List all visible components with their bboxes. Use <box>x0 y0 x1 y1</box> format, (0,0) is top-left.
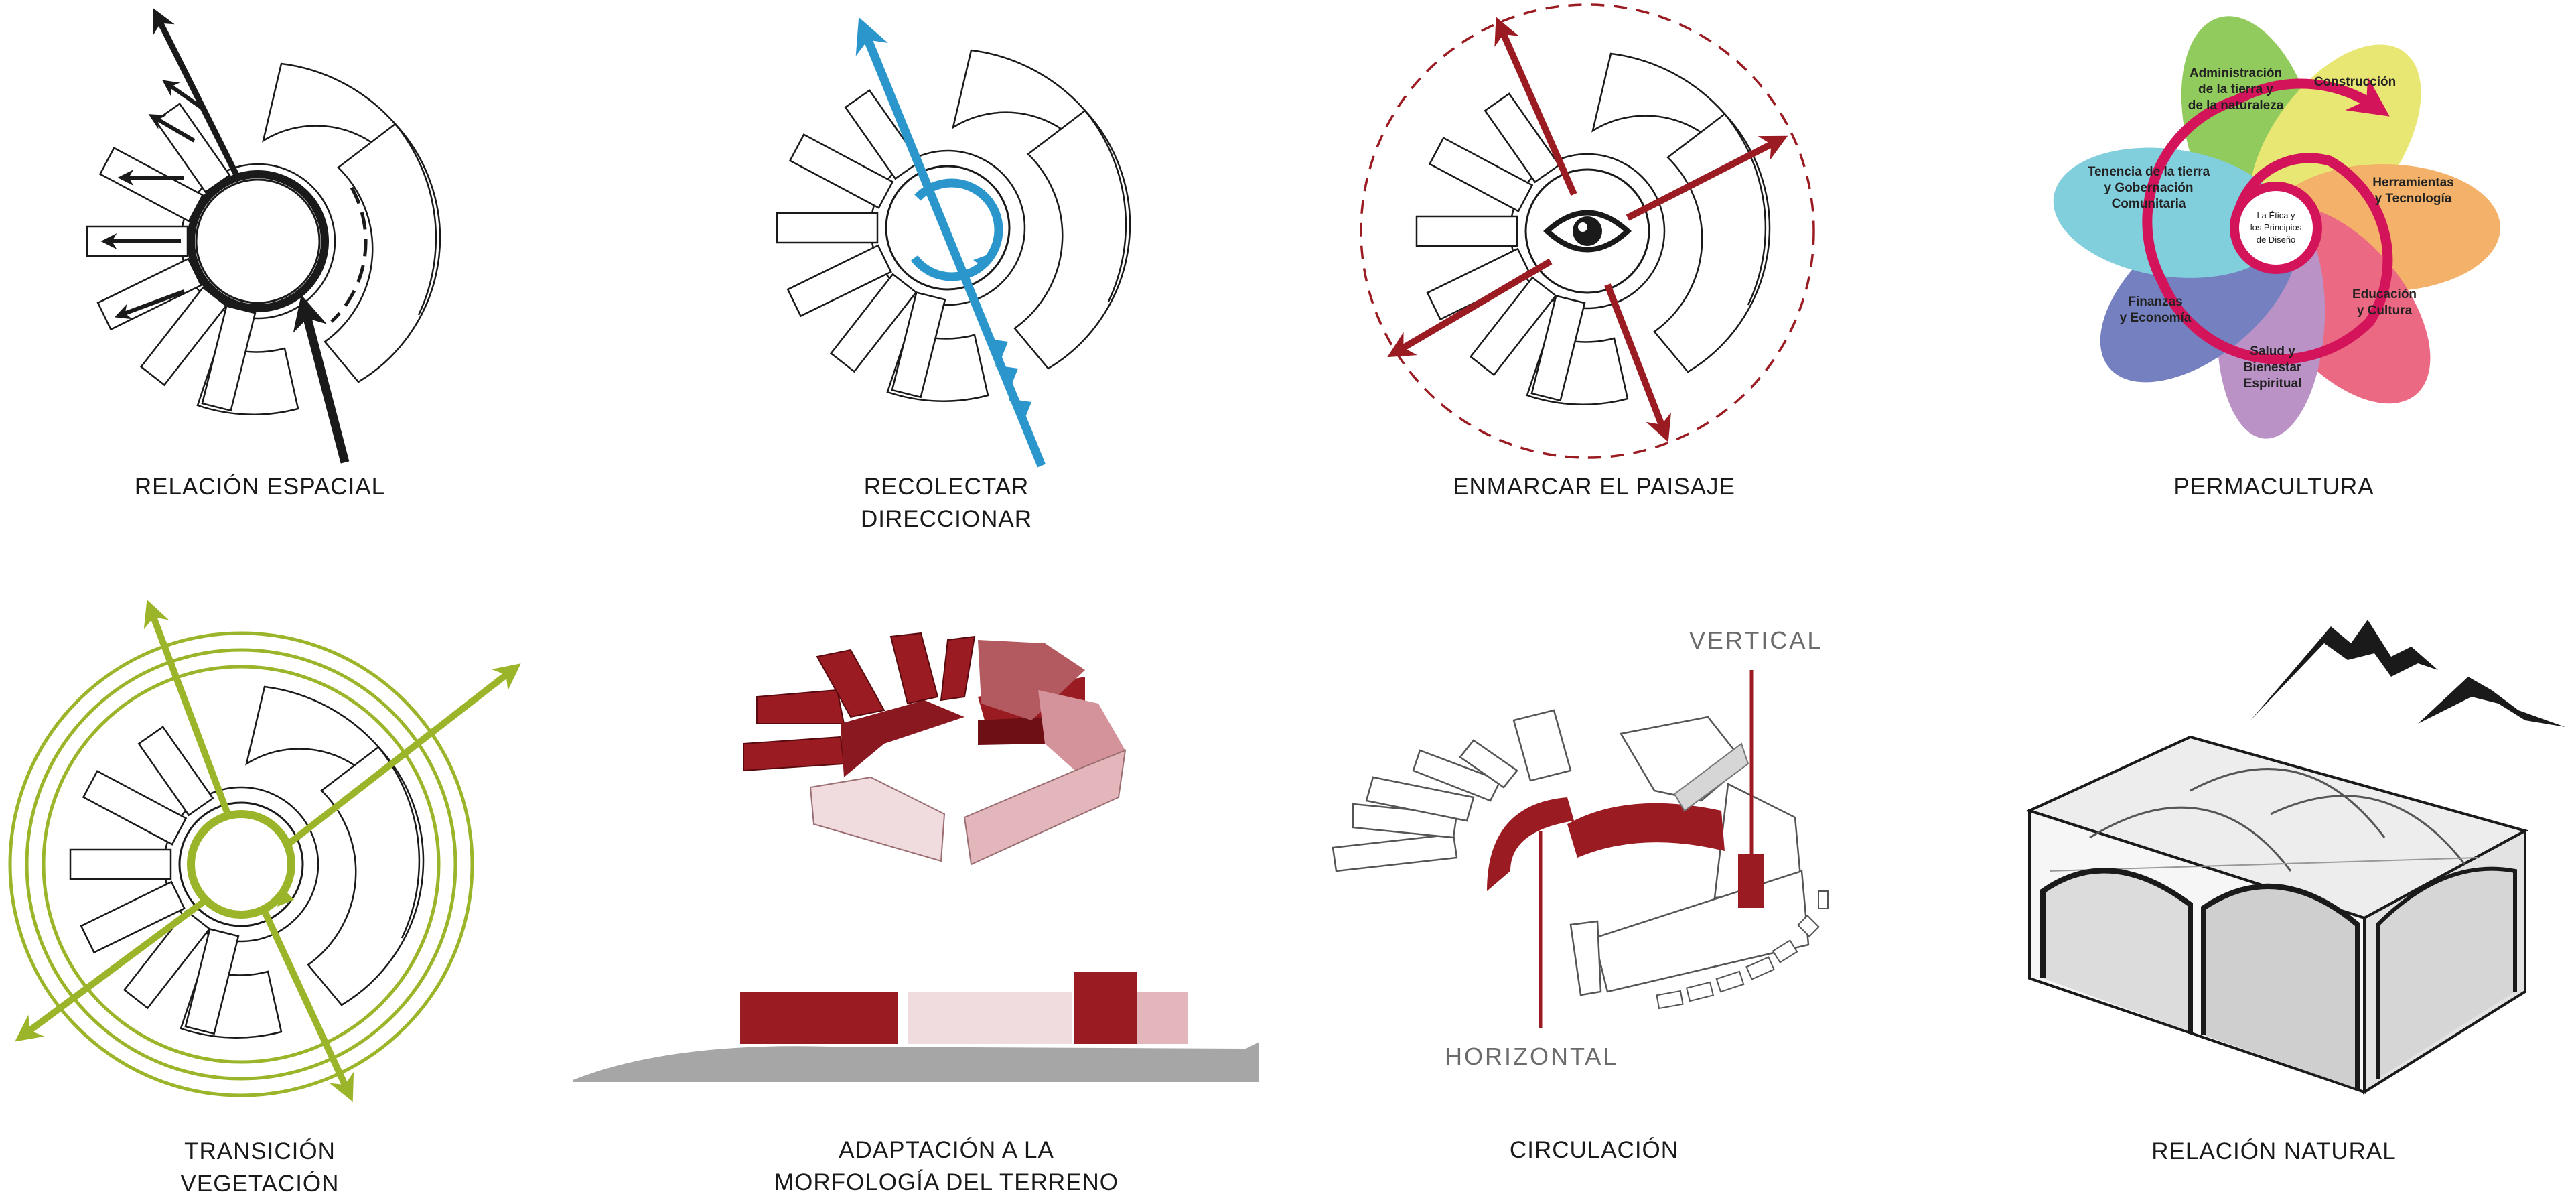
label-horizontal: HORIZONTAL <box>1445 1043 1619 1070</box>
caption-relacion-espacial: RELACIÓN ESPACIAL <box>134 474 386 500</box>
panel-transicion <box>8 600 521 1102</box>
panel-enmarcar <box>1360 3 1815 459</box>
permacultura-flower: La Ética y los Principios de Diseño Admi… <box>2053 16 2500 439</box>
petal-label-herramientas-2: y Tecnología <box>2375 192 2452 206</box>
petal-label-salud-2: Bienestar <box>2244 360 2302 375</box>
adaptacion-section <box>573 972 1259 1082</box>
caption-permacultura: PERMACULTURA <box>2173 474 2374 500</box>
adaptacion-plan <box>743 632 1127 866</box>
caption-relacion-natural: RELACIÓN NATURAL <box>2151 1138 2396 1164</box>
panel-relacion-espacial <box>86 8 441 464</box>
petal-label-construccion: Construcción <box>2314 75 2396 89</box>
petal-label-herramientas-1: Herramientas <box>2372 176 2453 190</box>
flower-center-line2: los Principios <box>2250 222 2302 232</box>
petal-label-educacion-2: y Cultura <box>2357 304 2413 318</box>
petal-label-finanzas-1: Finanzas <box>2128 295 2182 309</box>
petal-label-finanzas-2: y Economía <box>2120 311 2192 325</box>
panel-recolectar <box>776 17 1131 468</box>
petal-label-administracion-1: Administración <box>2190 66 2282 80</box>
panel-relacion-natural <box>2025 620 2565 1095</box>
petal-label-administracion-3: de la naturaleza <box>2188 98 2284 113</box>
panel-circulacion <box>1332 670 1829 1028</box>
caption-circulacion: CIRCULACIÓN <box>1509 1137 1679 1163</box>
panel-adaptacion <box>573 632 1259 1082</box>
flower-center-line3: de Diseño <box>2257 235 2296 245</box>
label-vertical: VERTICAL <box>1689 626 1823 654</box>
petal-label-administracion-2: de la tierra y <box>2198 82 2273 96</box>
petal-tenencia <box>2053 147 2287 278</box>
vault-structure <box>2025 735 2529 1095</box>
petal-label-salud-3: Espiritual <box>2244 377 2302 391</box>
caption-enmarcar: ENMARCAR EL PAISAJE <box>1453 474 1735 500</box>
petal-label-educacion-1: Educación <box>2352 287 2417 302</box>
petal-label-tenencia-2: y Gobernación <box>2104 181 2193 195</box>
petal-label-salud-1: Salud y <box>2250 344 2295 358</box>
petal-label-tenencia-1: Tenencia de la tierra <box>2088 165 2210 179</box>
flower-center-line1: La Ética y <box>2257 210 2295 220</box>
petal-label-tenencia-3: Comunitaria <box>2112 197 2186 211</box>
